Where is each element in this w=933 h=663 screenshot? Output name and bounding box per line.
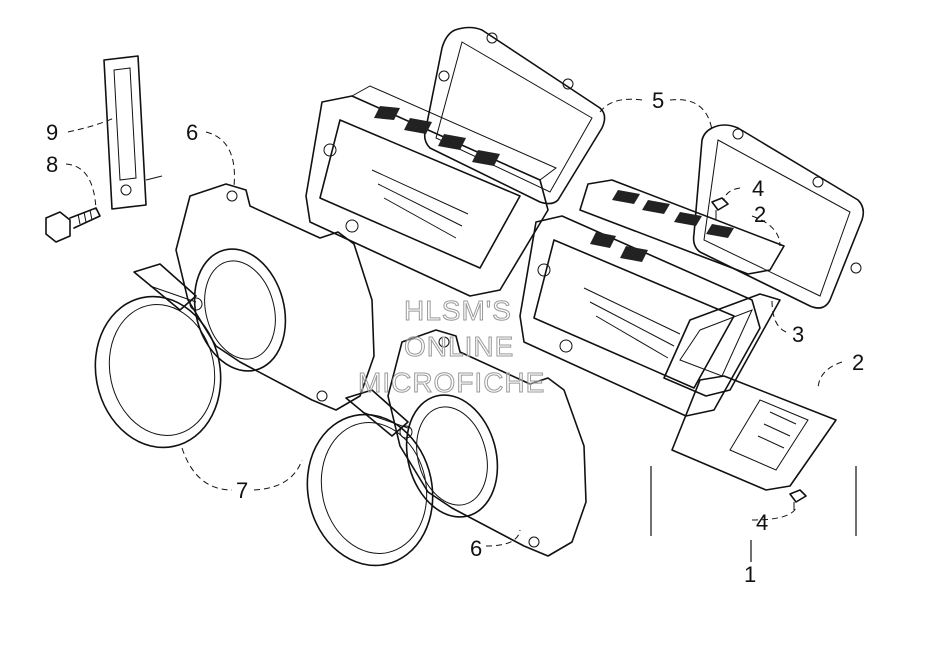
part-gasket-5-upper — [423, 26, 606, 205]
watermark-line-2: ONLINE — [404, 331, 514, 362]
callout-3: 3 — [792, 322, 804, 347]
part-screw-4-lower — [789, 489, 807, 510]
callout-2-upper: 2 — [754, 202, 766, 227]
callout-5: 5 — [652, 88, 664, 113]
callout-6-lower: 6 — [470, 536, 482, 561]
part-screw-4-upper — [711, 197, 729, 220]
part-intake-boot-6-upper — [175, 183, 375, 411]
part-bolt-8 — [45, 207, 101, 243]
part-gasket-5-lower — [692, 124, 865, 309]
part-reed-plate-2-upper — [579, 179, 785, 275]
callout-4-lower: 4 — [756, 510, 768, 535]
watermark: HLSM'S ONLINE MICROFICHE — [358, 295, 545, 399]
leader-lines — [65, 98, 857, 562]
callout-7: 7 — [236, 478, 248, 503]
part-bracket-9 — [103, 55, 163, 210]
part-clamp-7-upper — [94, 263, 222, 449]
callout-4-upper: 4 — [752, 176, 764, 201]
watermark-line-1: HLSM'S — [404, 295, 512, 326]
callout-6-upper: 6 — [186, 120, 198, 145]
callout-9: 9 — [46, 120, 58, 145]
callout-8: 8 — [46, 152, 58, 177]
callout-1: 1 — [744, 562, 756, 587]
part-reed-cage-upper — [305, 85, 557, 297]
part-intake-boot-6-lower — [387, 329, 587, 557]
part-reed-plate-2-lower — [671, 375, 837, 491]
part-stop-plate-3 — [663, 293, 781, 397]
part-reed-cage-lower — [519, 215, 761, 417]
callout-2-lower: 2 — [852, 350, 864, 375]
watermark-line-3: MICROFICHE — [358, 367, 545, 398]
part-clamp-7-lower — [306, 389, 434, 567]
callout-labels: 1 2 2 3 4 4 5 6 6 7 8 9 — [46, 88, 864, 587]
